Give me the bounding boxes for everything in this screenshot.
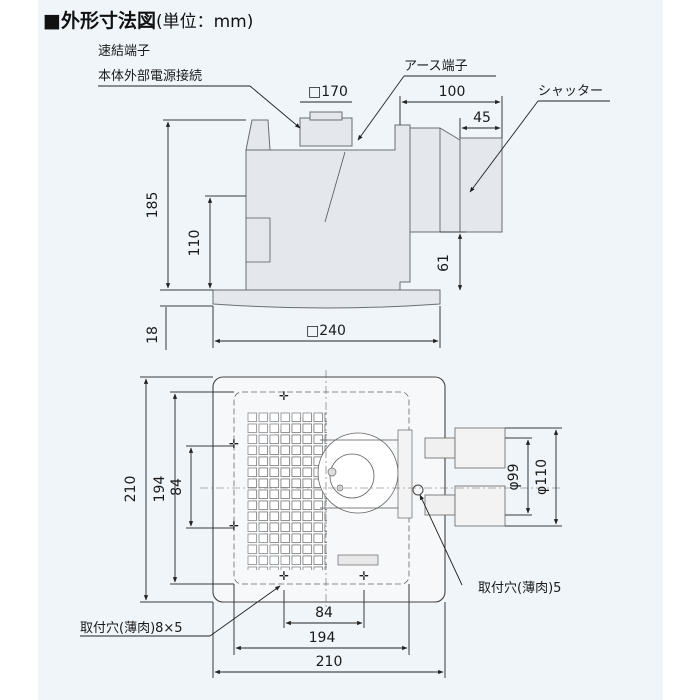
- svg-text:✛: ✛: [279, 389, 289, 403]
- dim-170: □170: [308, 84, 348, 100]
- dim-100: 100: [439, 84, 466, 100]
- dim-phi99: φ99: [506, 463, 522, 490]
- heading-title: ■外形寸法図: [43, 10, 156, 32]
- svg-text:✛: ✛: [229, 437, 239, 451]
- dim-194-left: 194: [152, 476, 168, 503]
- duct-pipe-bottom: [454, 485, 506, 527]
- callout-connector: 速結端子: [98, 44, 150, 59]
- svg-text:✛: ✛: [229, 519, 239, 533]
- dim-phi110: φ110: [534, 459, 550, 495]
- dim-185: 185: [145, 192, 161, 219]
- svg-text:✛: ✛: [359, 569, 369, 583]
- dim-45: 45: [473, 110, 491, 126]
- duct-pipe-top: [454, 427, 506, 469]
- dim-18: 18: [145, 326, 161, 344]
- duct-adapter: [409, 127, 461, 233]
- terminal-cap: [309, 111, 343, 121]
- dim-61: 61: [436, 254, 452, 272]
- dim-194-bottom: 194: [309, 630, 336, 646]
- callout-earth: アース端子: [404, 59, 468, 74]
- callout-power: 本体外部電源接続: [98, 68, 202, 84]
- callout-shutter: シャッター: [538, 84, 603, 99]
- bottom-view: ✛ ✛ ✛ ✛ ✛ 210 194 84 φ110 φ99 84: [80, 370, 562, 678]
- panel-plate: [212, 289, 441, 309]
- diagram-heading: ■外形寸法図(単位：mm): [43, 6, 253, 33]
- fan-bracket: [397, 429, 413, 519]
- svg-text:✛: ✛: [279, 569, 289, 583]
- dim-210-bottom: 210: [316, 654, 343, 670]
- dim-84-bottom: 84: [315, 605, 333, 621]
- callout-mount-holes: 取付穴(薄肉)8×5: [80, 621, 183, 636]
- connector-block: [245, 119, 271, 151]
- callout-side-hole: 取付穴(薄肉)5: [478, 581, 561, 596]
- housing-step: [246, 217, 271, 263]
- side-hole: [412, 484, 424, 496]
- dim-240: □240: [306, 323, 346, 339]
- dim-110: 110: [187, 230, 203, 257]
- dim-210-left: 210: [123, 476, 139, 503]
- heading-unit: (単位：mm): [155, 12, 254, 32]
- side-view: 185 110 18 □240 □170 100 45 61 速結端子 本体外部…: [98, 44, 610, 350]
- fan-motor: [329, 453, 375, 499]
- dim-84-left: 84: [169, 478, 185, 496]
- terminal-box: [299, 117, 353, 147]
- housing-body: [245, 124, 411, 291]
- shutter-pipe: [459, 137, 503, 233]
- grille-mid: [251, 412, 330, 570]
